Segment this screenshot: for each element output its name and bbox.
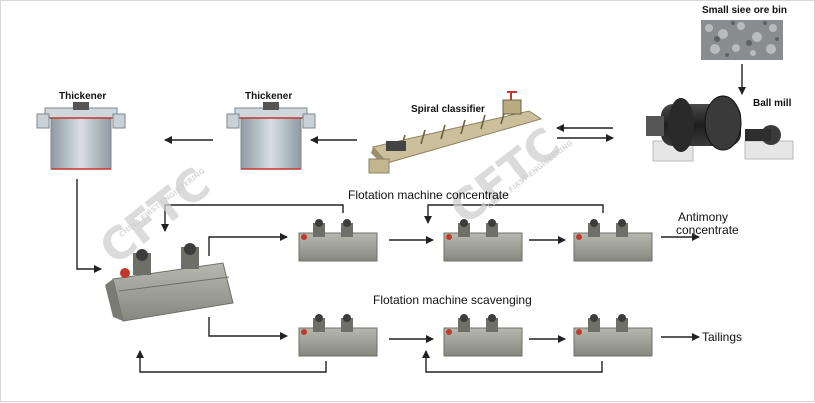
label-flotation-concentrate: Flotation machine concentrate [348,188,509,202]
flotation-machine-main [105,243,234,322]
arrow-scav1-return [136,350,327,373]
label-antimony-concentrate: concentrate [676,223,739,237]
flotation-cell-scavenging-3 [573,314,653,357]
label-tailings: Tailings [702,330,743,344]
label-spiral-classifier: Spiral classifier [411,104,485,115]
flotation-cell-scavenging-1 [298,314,378,357]
ore-bin-image [701,20,783,60]
label-flotation-scavenging: Flotation machine scavenging [373,293,532,307]
arrow-main-to-concentrate [208,233,288,256]
flotation-cell-concentrate-3 [573,219,653,262]
arrow-thickener-to-flotation [76,179,102,273]
label-ore-bin: Small siee ore bin [702,5,788,16]
label-ball-mill: Ball mill [753,98,792,109]
ball-mill [646,95,794,162]
label-thickener-right: Thickener [245,91,293,102]
arrow-scav3-return [422,350,603,373]
flotation-cell-scavenging-2 [443,314,523,357]
thickener-left [36,102,126,170]
flow-arrows [76,64,746,373]
flotation-cell-concentrate-1 [298,219,378,262]
spiral-classifier [368,91,543,174]
label-thickener-left: Thickener [59,91,107,102]
arrow-conc3-return [424,204,604,224]
thickener-right [226,102,316,170]
label-antimony: Antimony [678,210,729,224]
arrow-main-to-scavenging [208,317,288,340]
arrow-conc1-return [161,204,344,232]
flotation-cell-concentrate-2 [443,219,523,262]
